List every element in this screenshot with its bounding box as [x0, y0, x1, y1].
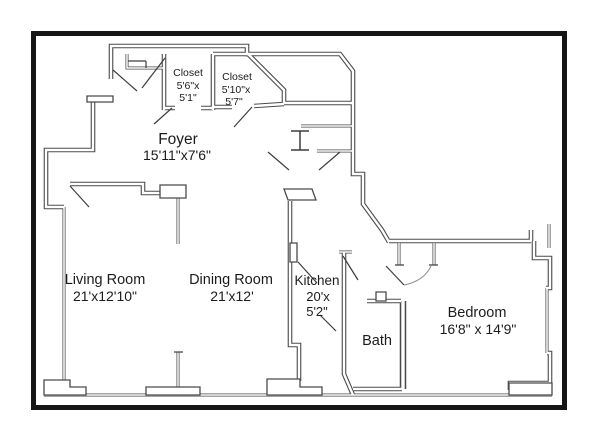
room-label-kitchen: Kitchen — [294, 273, 339, 288]
wall-closet-right-diagonal — [213, 52, 286, 104]
walls — [43, 43, 553, 397]
hall-column-ibeam — [291, 130, 309, 151]
room-dims-dining-room: 21'x12' — [210, 288, 254, 304]
door-swings — [69, 57, 438, 353]
room-label-dining-room: Dining Room — [189, 272, 273, 288]
wall-foyer-west-nook — [44, 98, 95, 209]
pilaster-bedroom-base — [508, 382, 553, 396]
closet-left-door-swing — [153, 107, 173, 125]
wall-bedroom-door-jambs — [397, 243, 436, 265]
wall-bedroom-east-upper-notch — [532, 241, 552, 290]
entry-vestibule-step — [128, 60, 147, 68]
image-border-frame — [31, 31, 567, 410]
wall-bedroom-door-jambs — [398, 243, 435, 265]
bedroom-door-leaf — [385, 265, 405, 286]
bedroom-door-arc — [403, 265, 432, 286]
room-label-foyer: Foyer — [158, 131, 198, 148]
wall-blocks — [43, 95, 553, 396]
wall-kitchen-west — [288, 201, 301, 381]
room-dims-bedroom: 16'8" x 14'9" — [440, 321, 517, 337]
room-label-living-room: Living Room — [65, 272, 146, 288]
pilaster-southwest — [43, 379, 87, 396]
wall-foyer-west-nook — [43, 98, 96, 210]
hall-door-swing-right — [318, 151, 341, 171]
bath-door-swing — [319, 314, 337, 332]
pilaster-south-center — [145, 386, 201, 396]
wall-bedroom-east-upper-notch — [531, 241, 553, 291]
foyer-wall-head-block — [86, 95, 114, 103]
living-room-door-swing — [69, 185, 90, 208]
room-dims-closet-right-1: 5'10"x — [222, 84, 251, 96]
room-dims-closet-left-1: 5'6"x — [177, 80, 200, 92]
bath-fixture-tab-block — [375, 291, 387, 302]
wall-hall-nook — [301, 125, 352, 152]
kitchen-wall-head-block — [283, 188, 317, 201]
room-dims-closet-right-2: 5'7" — [225, 96, 243, 108]
wall-kitchen-east — [342, 252, 355, 396]
hall-door-swing-left — [267, 151, 290, 171]
room-label-closet-right: Closet — [222, 71, 252, 83]
walls — [44, 44, 552, 396]
room-dims-living-room: 21'x12'10" — [73, 288, 137, 304]
foyer-stub-head-block — [159, 184, 187, 199]
wall-kitchen-east — [341, 252, 356, 396]
room-label-closet-left: Closet — [173, 67, 203, 79]
entry-door-swing-left — [112, 69, 138, 92]
wall-foyer-south — [70, 181, 161, 196]
room-dims-closet-left-2: 5'1" — [179, 92, 197, 104]
wall-foyer-south — [70, 182, 161, 195]
closet-right-door-swing — [233, 106, 253, 128]
room-label-bath: Bath — [362, 333, 392, 349]
wall-closet-right-bottom — [213, 102, 285, 109]
room-dims-foyer: 15'11"x7'6" — [143, 147, 211, 163]
room-labels: Closet 5'6"x 5'1" Closet 5'10"x 5'7" Foy… — [65, 67, 517, 349]
room-dims-kitchen-2: 5'2" — [306, 304, 328, 319]
wall-hall-nook — [301, 124, 352, 153]
wall-entry-top-and-diagonal — [109, 44, 391, 243]
kitchen-door-swing — [297, 261, 318, 284]
entry-door-swing-right — [141, 57, 166, 89]
kitchen-wall-bump-block — [289, 242, 298, 263]
room-dims-kitchen-1: 20'x — [306, 289, 330, 304]
kitchen-inner-door-swing — [342, 255, 359, 281]
pilaster-south-kitchen — [266, 378, 323, 396]
room-label-bedroom: Bedroom — [448, 305, 507, 321]
wall-kitchen-west — [287, 201, 302, 381]
